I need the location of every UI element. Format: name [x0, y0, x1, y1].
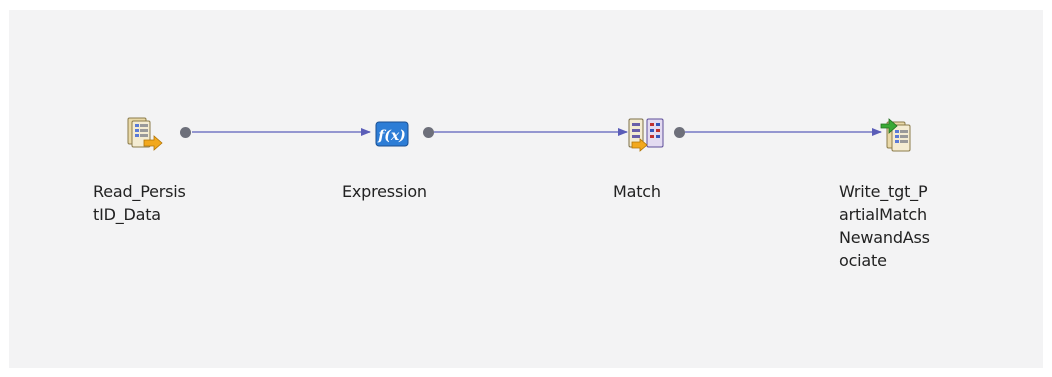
write-target-icon[interactable]	[879, 114, 919, 154]
match-transform-icon[interactable]	[626, 114, 666, 154]
expression-fx-icon[interactable]: f(x)	[372, 114, 412, 154]
node-label-expression: Expression	[342, 182, 427, 201]
node-label-read: Read_Persis tID_Data	[93, 182, 186, 224]
mapping-canvas[interactable]	[9, 10, 1043, 368]
node-label-write: Write_tgt_P artialMatch NewandAss ociate	[839, 182, 930, 270]
output-port-expression[interactable]	[423, 127, 434, 138]
svg-text:f(x): f(x)	[377, 128, 406, 144]
output-port-match[interactable]	[674, 127, 685, 138]
output-port-read[interactable]	[180, 127, 191, 138]
read-source-icon[interactable]	[124, 114, 164, 154]
node-label-match: Match	[613, 182, 661, 201]
